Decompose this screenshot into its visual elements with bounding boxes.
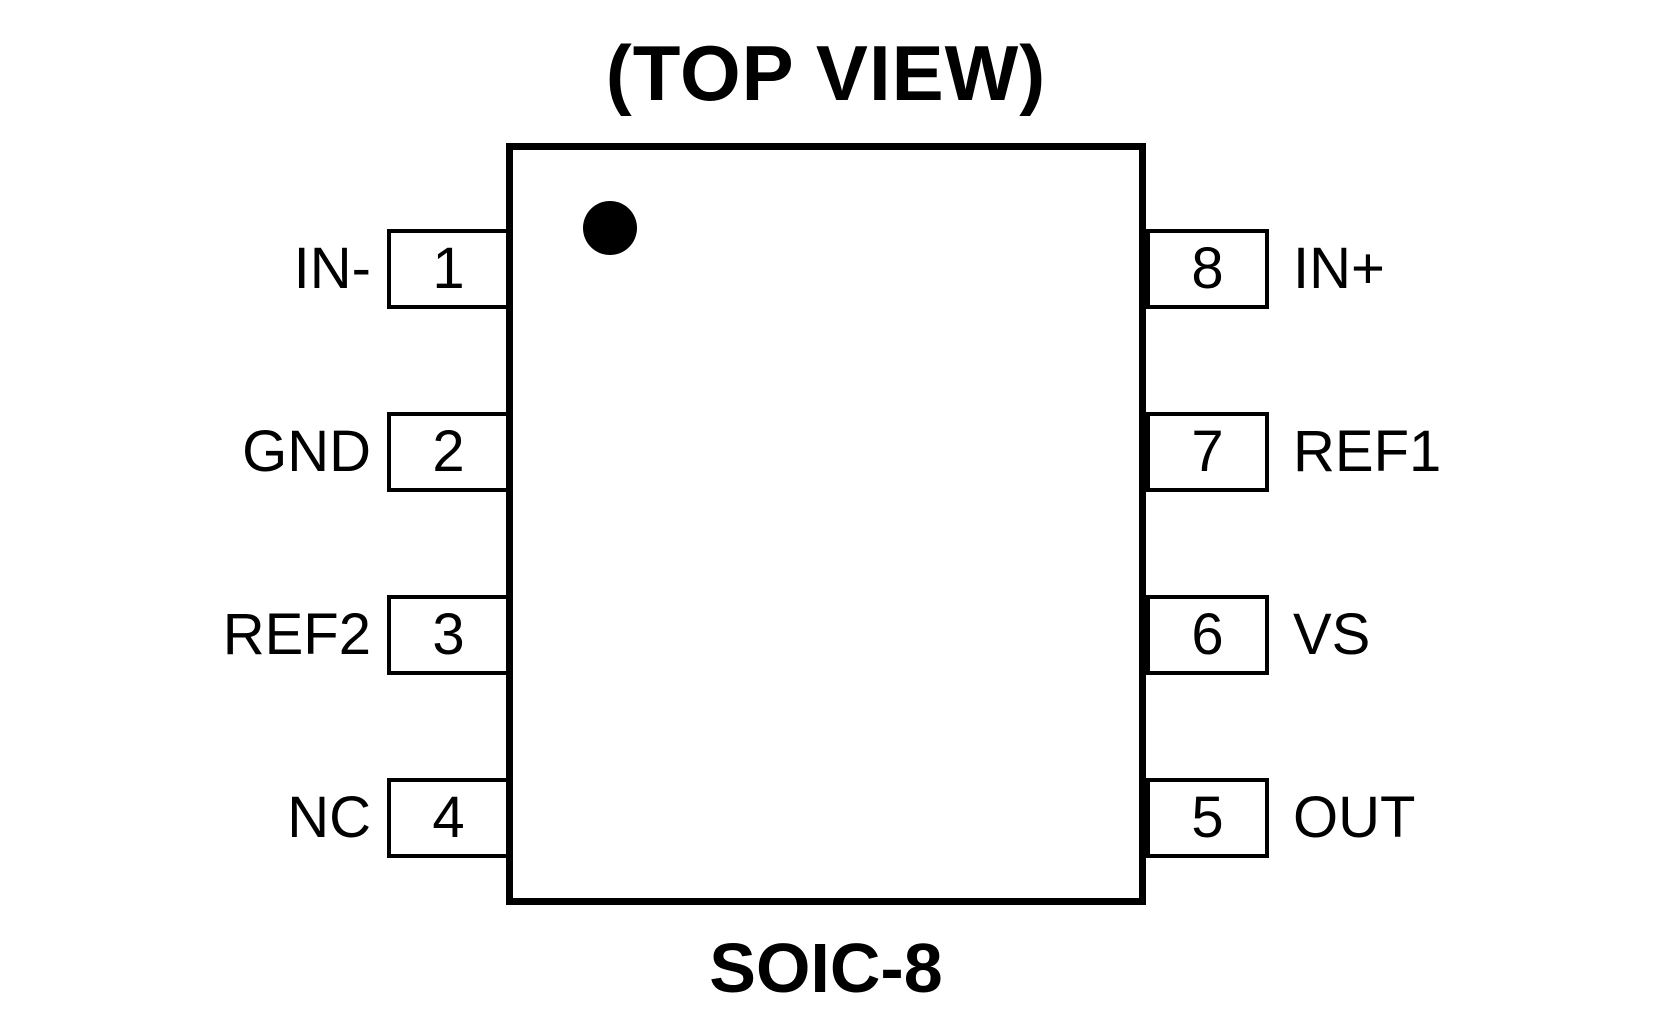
pin-box-2: 2 <box>387 412 510 492</box>
pin-number-2: 2 <box>432 419 465 484</box>
pin-row-4: NC 4 <box>0 778 510 858</box>
pin-row-5: 5 OUT <box>1146 778 1654 858</box>
pin-label-ref2: REF2 <box>222 602 371 667</box>
pin-row-6: 6 VS <box>1146 595 1654 675</box>
pin-label-in-minus: IN- <box>293 236 371 301</box>
pin-box-3: 3 <box>387 595 510 675</box>
pin-number-6: 6 <box>1191 602 1224 667</box>
pin-box-7: 7 <box>1146 412 1269 492</box>
pin-label-nc: NC <box>287 785 371 850</box>
pin-box-5: 5 <box>1146 778 1269 858</box>
pin-label-gnd: GND <box>242 419 371 484</box>
pin-label-in-plus: IN+ <box>1293 236 1385 301</box>
pin-label-out: OUT <box>1293 785 1416 850</box>
pin-label-ref1: REF1 <box>1293 419 1442 484</box>
pin-number-8: 8 <box>1191 236 1224 301</box>
pin-box-6: 6 <box>1146 595 1269 675</box>
pin-row-3: REF2 3 <box>0 595 510 675</box>
diagram-title: (TOP VIEW) <box>605 29 1047 117</box>
pin-number-1: 1 <box>432 236 465 301</box>
pin-label-vs: VS <box>1293 602 1371 667</box>
pin-number-4: 4 <box>432 785 465 850</box>
pin-number-3: 3 <box>432 602 465 667</box>
pin-row-1: IN- 1 <box>0 229 510 309</box>
ic-package-body <box>506 143 1146 905</box>
pin-row-8: 8 IN+ <box>1146 229 1654 309</box>
pin-number-5: 5 <box>1191 785 1224 850</box>
pin-box-4: 4 <box>387 778 510 858</box>
pin-number-7: 7 <box>1191 419 1224 484</box>
package-name-label: SOIC-8 <box>709 929 943 1007</box>
pin-box-1: 1 <box>387 229 510 309</box>
pin-row-2: GND 2 <box>0 412 510 492</box>
pin1-indicator-dot <box>583 201 637 255</box>
pin-box-8: 8 <box>1146 229 1269 309</box>
pin-row-7: 7 REF1 <box>1146 412 1654 492</box>
